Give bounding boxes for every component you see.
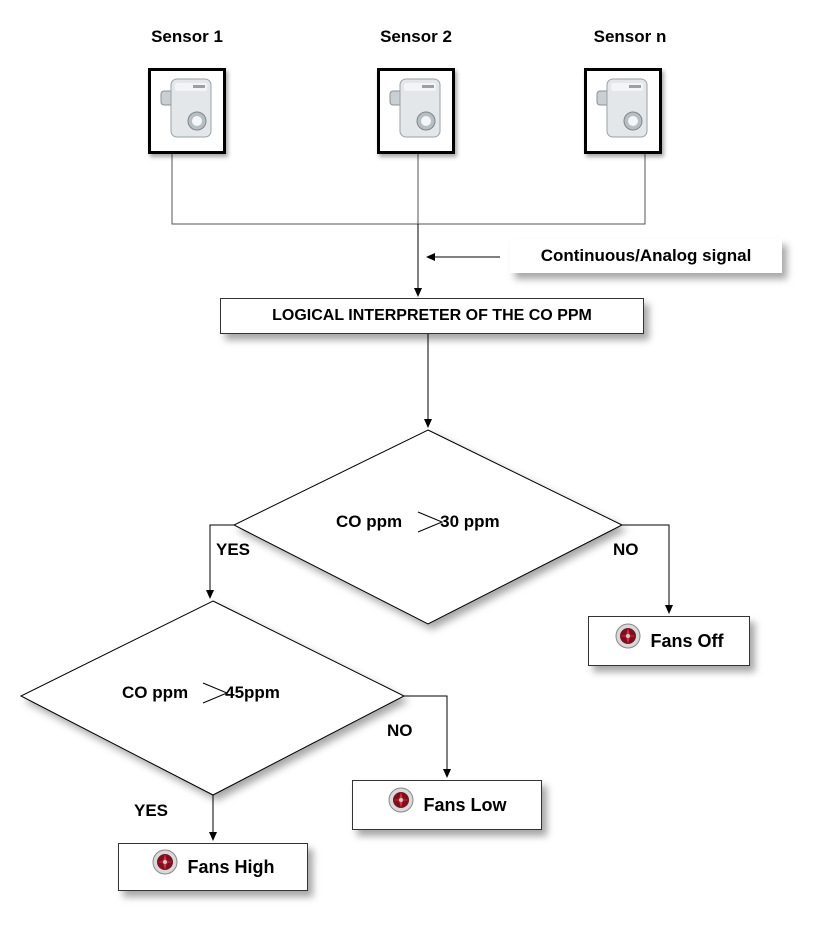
- gas-sensor-icon: [389, 78, 441, 138]
- decision1-yes-arrow: [206, 524, 234, 599]
- sensor-2-image: [377, 68, 455, 154]
- decision1-greater-than-icon: [417, 511, 444, 533]
- fans-low-box: Fans Low: [352, 780, 542, 830]
- interpreter-label: LOGICAL INTERPRETER OF THE CO PPM: [272, 307, 592, 324]
- fans-off-label: Fans Off: [650, 630, 724, 651]
- gas-sensor-icon: [596, 78, 648, 138]
- sensor-1-title: Sensor 1: [151, 27, 223, 46]
- decision1-diamond: [232, 429, 624, 625]
- fan-icon: [152, 849, 178, 875]
- interpreter-box: LOGICAL INTERPRETER OF THE CO PPM: [220, 298, 644, 334]
- fans-high-label: Fans High: [187, 856, 275, 877]
- decision1-yes-label: YES: [216, 540, 251, 559]
- decision2-condition: CO ppm 45ppm: [122, 683, 280, 703]
- gas-sensor-icon: [160, 78, 212, 138]
- signal-label: Continuous/Analog signal: [540, 246, 752, 265]
- decision2-right: 45ppm: [225, 683, 280, 702]
- decision2-left: CO ppm: [122, 683, 189, 702]
- sensor-n-title: Sensor n: [593, 27, 667, 46]
- fans-off-box: Fans Off: [588, 616, 750, 666]
- decision2-no-label: NO: [387, 721, 413, 740]
- decision1-no-arrow: [622, 524, 673, 614]
- decision1-right: 30 ppm: [440, 512, 500, 531]
- signal-label-box: Continuous/Analog signal: [510, 239, 782, 273]
- decision2-greater-than-icon: [202, 682, 229, 704]
- sensor-2-title: Sensor 2: [380, 27, 452, 46]
- sensor-1-image: [148, 68, 226, 154]
- sensor-bus-line: [171, 154, 646, 225]
- sensor-n-image: [584, 68, 662, 154]
- fans-low-label: Fans Low: [423, 794, 507, 815]
- decision2-yes-label: YES: [134, 801, 169, 820]
- fan-icon: [388, 787, 414, 813]
- fans-high-box: Fans High: [118, 843, 308, 891]
- decision1-condition: CO ppm 30 ppm: [336, 512, 500, 532]
- fan-icon: [615, 623, 641, 649]
- decision1-no-label: NO: [613, 540, 639, 559]
- decision1-left: CO ppm: [336, 512, 403, 531]
- decision2-no-arrow: [404, 695, 451, 778]
